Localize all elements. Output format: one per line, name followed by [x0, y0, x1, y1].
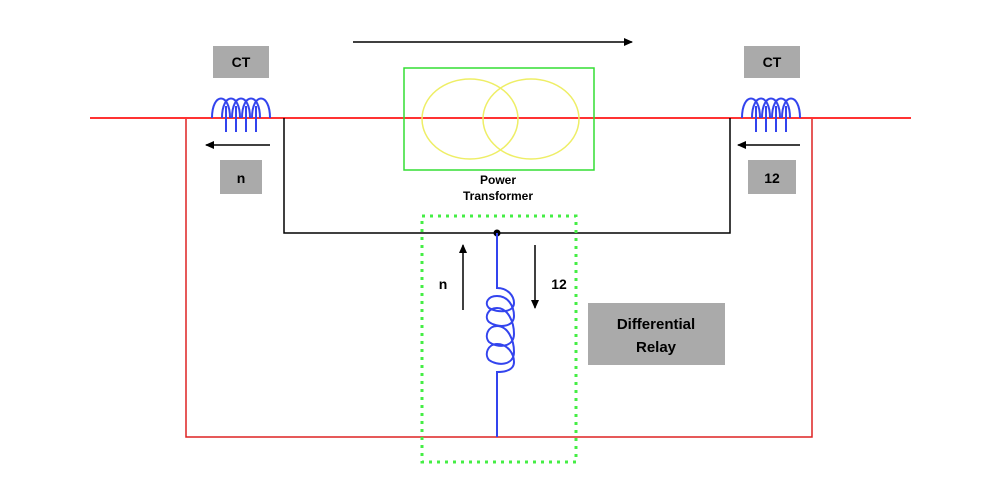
ct-right-label-box [744, 46, 800, 78]
left-current-label-box [220, 160, 262, 194]
relay-coil-icon [485, 233, 516, 437]
differential-relay-label-line1: Differential [617, 316, 695, 333]
transformer-primary-winding-icon [421, 78, 519, 160]
power-transformer-box [403, 67, 595, 171]
right-current-label: 12 [764, 170, 780, 186]
pilot-wire [283, 118, 731, 234]
relay-zone [420, 214, 578, 464]
transformer-label-line2: Transformer [463, 189, 533, 203]
relay-current-up-label: n [439, 276, 448, 292]
transformer-secondary-winding-icon [482, 78, 580, 160]
ct-right-label: CT [763, 54, 782, 70]
transformer-label-line1: Power [480, 173, 516, 187]
ct-right-coil-icon [741, 97, 801, 132]
differential-relay-label-line2: Relay [636, 339, 677, 356]
left-current-label: n [237, 170, 246, 186]
relay-current-down-label: 12 [551, 276, 567, 292]
differential-relay-label-box [588, 303, 725, 365]
ct-secondary-loop [185, 118, 813, 438]
ct-left-label: CT [232, 54, 251, 70]
ct-left-label-box [213, 46, 269, 78]
ct-left-coil-icon [211, 97, 271, 132]
right-current-label-box [748, 160, 796, 194]
